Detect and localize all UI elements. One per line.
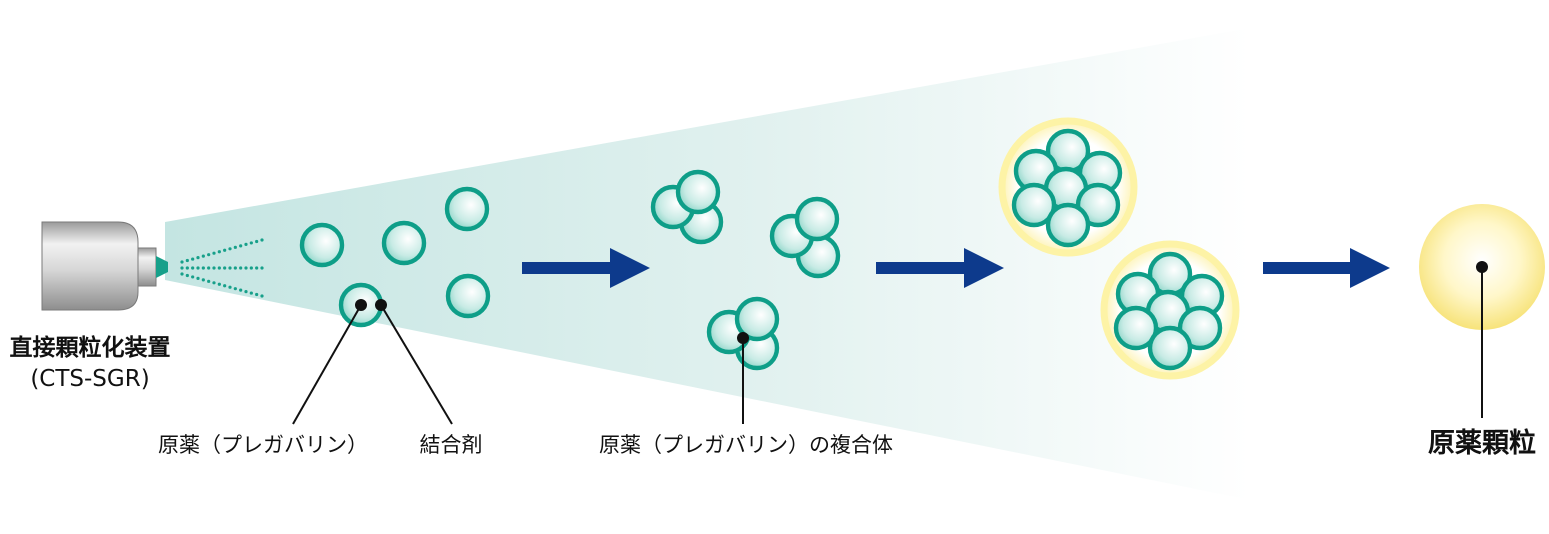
spray-droplet [212,266,216,270]
composite-particle [1075,182,1121,228]
spray-droplet [233,245,237,249]
spray-droplets [180,238,264,298]
spray-droplet [255,292,259,297]
spray-droplet [180,266,184,270]
drug-particle [444,186,490,232]
process-arrows [522,248,1390,288]
spray-droplet [185,273,189,278]
spray-droplet [223,248,227,252]
drug-label: 原薬（プレガバリン） [158,433,368,457]
spray-droplet [217,282,221,286]
arrow-icon [876,248,1004,288]
spray-droplet [207,279,211,283]
spray-droplet [239,288,243,292]
spray-droplet [223,284,227,288]
spray-droplet [228,266,232,270]
device-name-label: 直接顆粒化装置 [10,334,171,361]
nozzle-tip-icon [156,256,168,278]
spray-droplet [196,266,200,270]
pointer-dots [355,261,1488,344]
spray-droplet [260,238,264,242]
spray-droplet [180,260,184,264]
spray-droplet [196,276,200,280]
composite-particle [1045,202,1091,248]
spray-droplet [249,241,253,245]
spray-droplet [228,285,232,289]
composite-particle [675,169,721,215]
spray-cone [165,28,1250,500]
binder-label: 結合剤 [420,433,483,457]
spray-droplet [228,247,232,251]
spray-droplet [201,254,205,258]
composite-label: 原薬（プレガバリン）の複合体 [599,433,893,457]
spray-droplet [255,239,259,244]
composite-particle [1011,182,1057,228]
spray-droplet [233,287,237,291]
spray-droplet [207,253,211,257]
drug-particle [381,220,427,266]
drug-particle [445,273,491,319]
spray-droplet [212,281,216,285]
spray-droplet [255,266,259,270]
spray-droplet [201,266,205,270]
spray-droplet [249,266,253,270]
composite-particle [734,296,780,342]
spray-droplet [260,266,264,270]
arrow-icon [1263,248,1390,288]
spray-droplet [212,251,216,255]
composite-particle [1177,305,1223,351]
spray-droplet [217,250,221,254]
spray-droplet [223,266,227,270]
drug-particle [299,222,345,268]
spray-droplet [233,266,237,270]
spray-droplet [239,244,243,248]
spray-droplet [217,266,221,270]
spray-droplet [185,266,189,270]
spray-droplet [244,242,248,246]
spray-droplet [201,278,205,282]
spray-droplet [207,266,211,270]
particles [299,117,1240,380]
leader-lines [292,267,1483,425]
spray-droplet [191,257,195,261]
granulator-device [41,221,168,311]
spray-droplet [244,290,248,294]
spray-droplet [196,256,200,260]
spray-droplet [185,258,189,263]
composite-particle [1113,305,1159,351]
spray-droplet [260,294,264,298]
composite-particle [794,196,840,242]
spray-droplet [191,275,195,279]
composite-particle [1147,325,1193,371]
spray-droplet [191,266,195,270]
granule-label: 原薬顆粒 [1428,428,1536,459]
device-model-label: (CTS-SGR) [30,366,149,392]
spray-droplet [249,291,253,295]
spray-droplet [180,272,184,276]
spray-droplet [239,266,243,270]
arrow-icon [522,248,650,288]
spray-droplet [244,266,248,270]
